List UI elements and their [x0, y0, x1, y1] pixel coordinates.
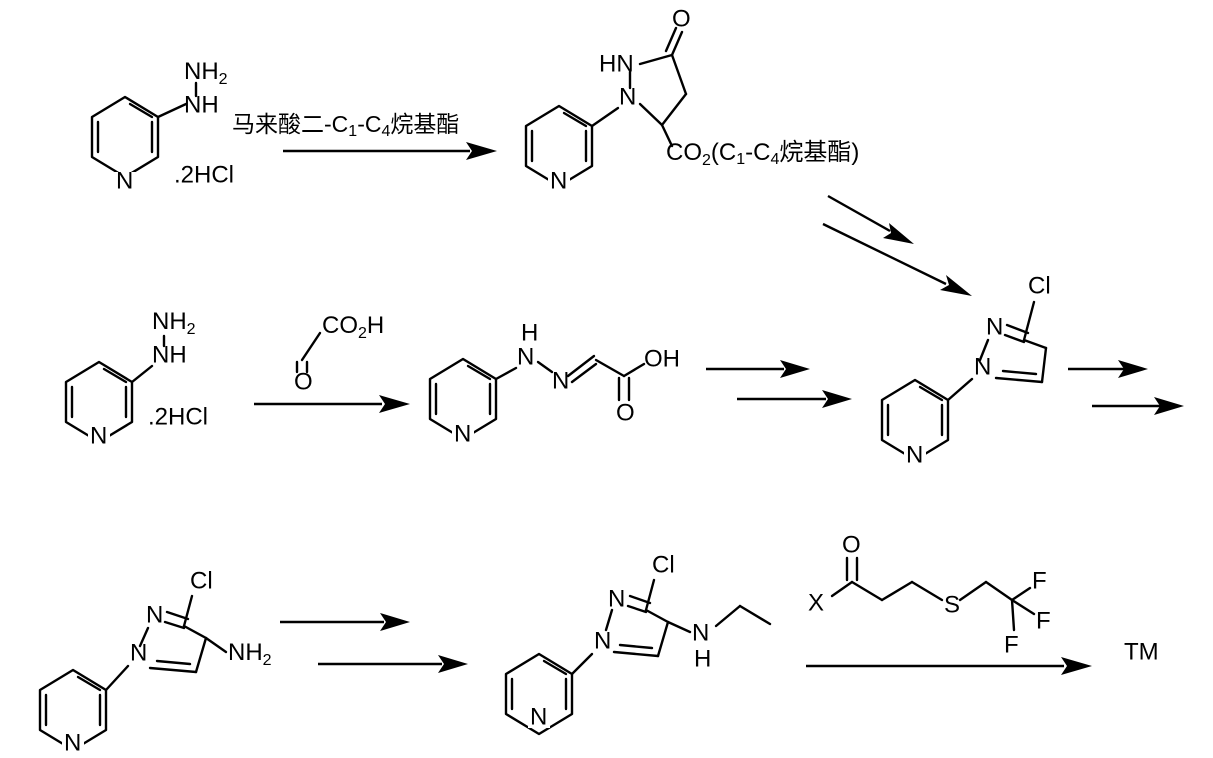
svg-text:HN: HN	[599, 50, 634, 77]
compound-ethylaminochloropyrazole: N N N Cl N H	[504, 551, 772, 736]
pyridine-ring	[880, 378, 950, 466]
svg-text:X: X	[808, 589, 824, 616]
target-molecule-label: TM	[1124, 638, 1159, 665]
salt-label: .2HCl	[174, 161, 234, 188]
svg-text:Cl: Cl	[190, 567, 213, 594]
compound-hydrazone-acid: N N H N OH O	[428, 319, 680, 447]
svg-text:NH2: NH2	[228, 639, 272, 669]
svg-text:O: O	[672, 5, 691, 32]
svg-text:N: N	[130, 639, 147, 666]
svg-text:N: N	[608, 585, 625, 612]
svg-text:F: F	[1004, 631, 1019, 658]
svg-text:NH2: NH2	[152, 308, 196, 338]
compound-hydrazinopyridine-row2: N NH NH2 .2HCl	[64, 308, 208, 449]
c-n-bond	[156, 102, 188, 119]
svg-text:N: N	[530, 703, 547, 730]
multistep-arrow-2	[822, 194, 972, 296]
compound-aminochloropyrazole: N N N Cl NH2	[38, 567, 272, 756]
svg-text:F: F	[1032, 567, 1047, 594]
nh2-label: NH2	[184, 58, 228, 88]
reagent-dialkyl-maleate: 马来酸二-C1-C4烷基酯	[232, 111, 459, 140]
pyridine-ring	[504, 652, 574, 736]
svg-text:N: N	[90, 422, 107, 449]
pyridine-ring	[38, 668, 108, 754]
multistep-arrow-6	[280, 613, 468, 673]
multistep-arrow-5	[1068, 360, 1184, 415]
svg-text:N: N	[146, 601, 163, 628]
svg-text:O: O	[294, 368, 313, 395]
svg-text:OH: OH	[644, 345, 680, 372]
reaction-arrow-7	[806, 657, 1092, 675]
svg-text:.2HCl: .2HCl	[148, 403, 208, 430]
svg-text:N: N	[454, 420, 471, 447]
svg-text:N: N	[619, 83, 636, 110]
svg-text:F: F	[1036, 607, 1051, 634]
reaction-arrow-3	[254, 395, 410, 413]
svg-text:N: N	[517, 343, 534, 370]
pyridine-ring	[524, 104, 594, 192]
svg-text:N: N	[974, 353, 991, 380]
reaction-arrow-1	[283, 142, 497, 160]
compound-chloropyrazole: N N N Cl	[880, 272, 1051, 468]
reagent-glyoxylic-acid: O CO2H	[294, 312, 384, 395]
ring-nitrogen-label: N	[116, 167, 133, 194]
pyridine-ring	[90, 95, 160, 192]
svg-text:N: N	[692, 619, 709, 646]
svg-text:NH: NH	[152, 341, 187, 368]
svg-text:O: O	[616, 399, 635, 426]
svg-text:N: N	[986, 313, 1003, 340]
svg-text:Cl: Cl	[652, 551, 675, 578]
svg-text:N: N	[594, 627, 611, 654]
ester-label: CO2(C1-C4烷基酯)	[666, 139, 859, 169]
svg-text:O: O	[842, 531, 861, 558]
svg-text:CO2H: CO2H	[322, 312, 384, 342]
svg-text:N: N	[550, 167, 567, 194]
compound-hydrazinopyridine-row1: N NH NH2 .2HCl	[90, 58, 234, 194]
compound-pyrazolidinone-ester: N N HN O CO2(C1-C4烷基酯)	[524, 5, 859, 194]
svg-text:N: N	[552, 367, 569, 394]
svg-text:H: H	[694, 645, 711, 672]
svg-text:Cl: Cl	[1028, 272, 1051, 299]
nh-label: NH	[184, 91, 219, 118]
svg-text:H: H	[521, 319, 538, 346]
svg-text:N: N	[64, 729, 81, 756]
pyridine-ring	[64, 360, 134, 447]
pyridine-ring	[428, 357, 498, 445]
multistep-arrow-4	[706, 360, 852, 408]
svg-text:S: S	[944, 591, 960, 618]
reagent-acyl-x: X O S F F F	[808, 531, 1051, 658]
svg-text:N: N	[906, 441, 923, 468]
